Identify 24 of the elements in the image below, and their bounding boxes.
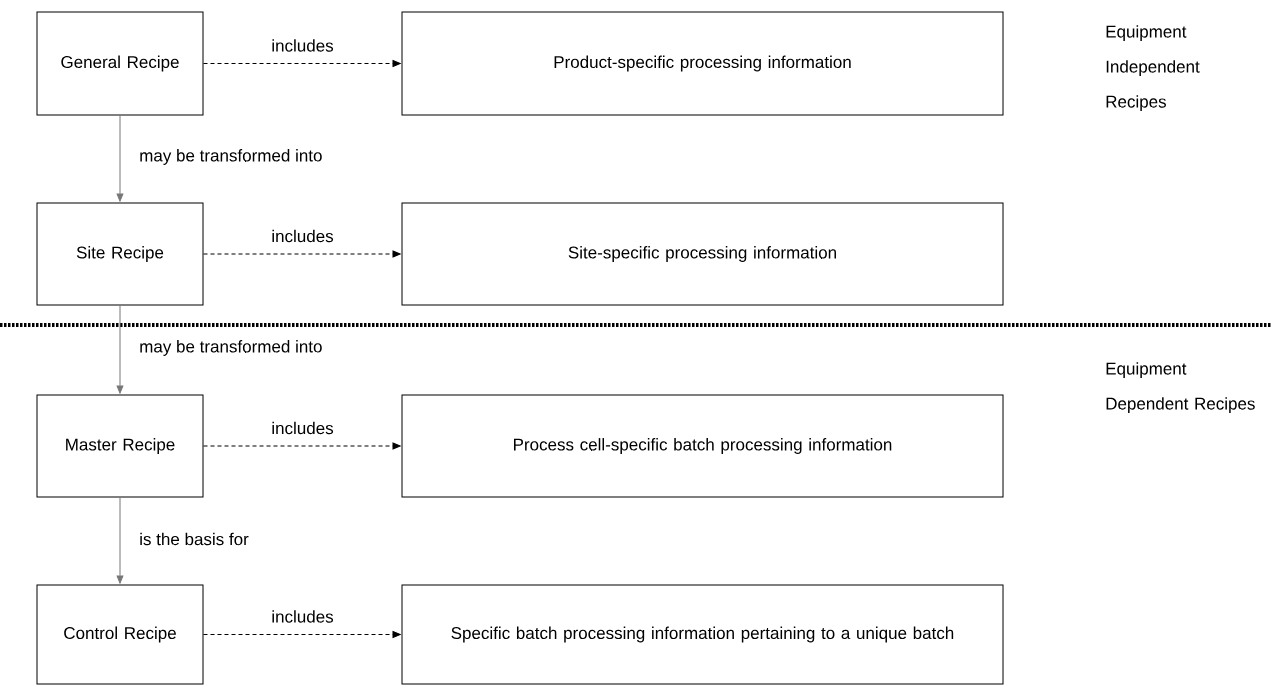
edge-label: includes bbox=[270, 228, 335, 244]
information-box: Specific batch processing information pertaining to a unique batch bbox=[401, 584, 1004, 685]
edge-label: includes bbox=[270, 420, 335, 436]
edge-label: may be transformed into bbox=[138, 339, 324, 357]
edge-label: includes bbox=[270, 609, 335, 624]
section-label: Equipment Dependent Recipes bbox=[1106, 362, 1255, 414]
recipe-box: Master Recipe bbox=[36, 394, 204, 498]
edge-label: is the basis for bbox=[138, 531, 250, 547]
recipe-box: Control Recipe bbox=[36, 584, 204, 685]
dashed-arrow bbox=[203, 631, 401, 638]
dashed-arrow bbox=[203, 60, 401, 67]
recipe-box: Site Recipe bbox=[36, 202, 204, 306]
dashed-arrow bbox=[203, 442, 401, 450]
arrow bbox=[116, 497, 124, 584]
section-label: Equipment Independent Recipes bbox=[1106, 25, 1200, 112]
information-box: Process cell-specific batch processing information bbox=[401, 394, 1004, 498]
recipe-box: General Recipe bbox=[36, 11, 204, 116]
arrow bbox=[116, 305, 124, 394]
edge-label: may be transformed into bbox=[138, 148, 324, 166]
information-box: Product-specific processing information bbox=[401, 11, 1004, 116]
dashed-arrow bbox=[203, 250, 401, 258]
edge-label: includes bbox=[270, 38, 335, 53]
information-box: Site-specific processing information bbox=[401, 202, 1004, 306]
arrow bbox=[116, 115, 124, 202]
